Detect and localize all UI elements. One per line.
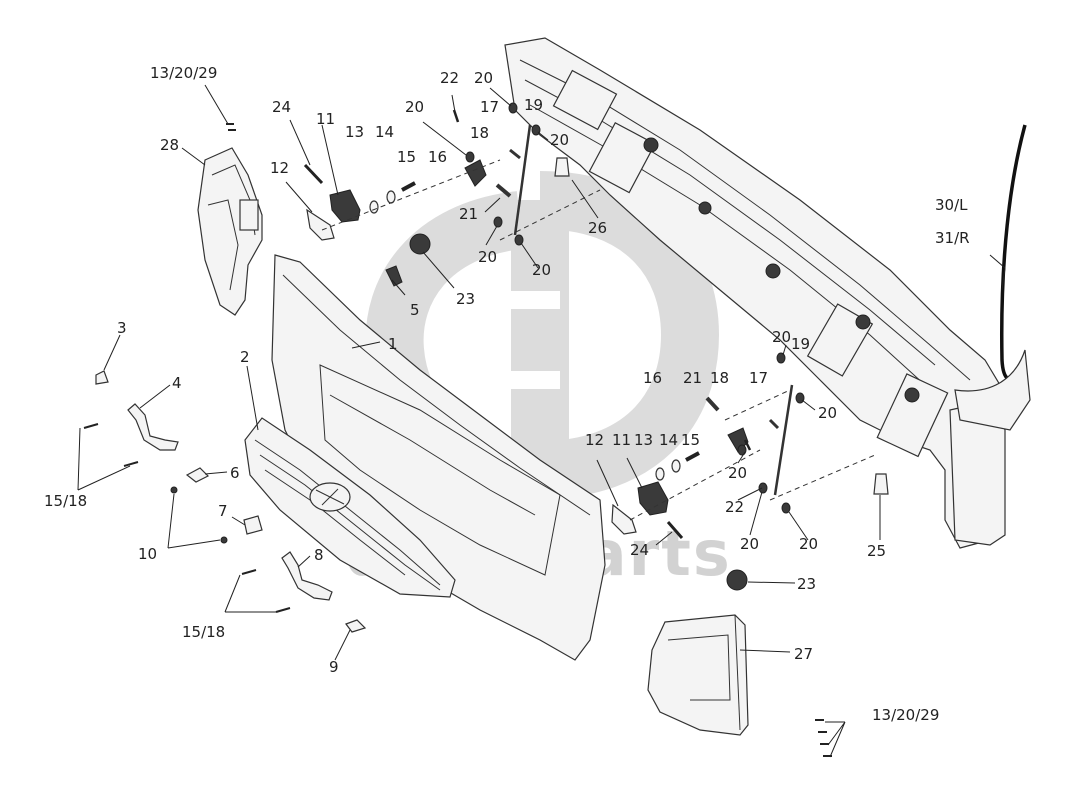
label-20-h: 20 — [728, 464, 747, 482]
callout-labels: 1 2 3 4 5 6 7 8 9 10 11 11 12 12 13 13 1… — [44, 64, 970, 724]
label-20-e: 20 — [532, 261, 551, 279]
label-5: 5 — [410, 301, 420, 319]
label-12-upper: 12 — [270, 159, 289, 177]
label-4: 4 — [172, 374, 182, 392]
label-20-i: 20 — [740, 535, 759, 553]
side-bracket-left — [197, 147, 263, 316]
label-18-upper: 18 — [470, 124, 489, 142]
label-13-lower: 13 — [634, 431, 653, 449]
label-15-18-upper: 15/18 — [44, 492, 87, 510]
label-10: 10 — [138, 545, 157, 563]
label-19-lower: 19 — [791, 335, 810, 353]
label-24-lower: 24 — [630, 541, 649, 559]
label-16-lower: 16 — [643, 369, 662, 387]
label-31-R: 31/R — [935, 229, 970, 247]
label-21-upper: 21 — [459, 205, 478, 223]
label-15-upper: 15 — [397, 148, 416, 166]
label-23-upper: 23 — [456, 290, 475, 308]
label-25: 25 — [867, 542, 886, 560]
label-11-lower: 11 — [612, 431, 631, 449]
label-18-lower: 18 — [710, 369, 729, 387]
label-20-c: 20 — [550, 131, 569, 149]
label-23-lower: 23 — [797, 575, 816, 593]
label-11-upper: 11 — [316, 110, 335, 128]
label-15-lower: 15 — [681, 431, 700, 449]
label-20-d: 20 — [478, 248, 497, 266]
label-6: 6 — [230, 464, 240, 482]
label-17-upper: 17 — [480, 98, 499, 116]
label-16-upper: 16 — [428, 148, 447, 166]
label-12-lower: 12 — [585, 431, 604, 449]
label-8: 8 — [314, 546, 324, 564]
label-2: 2 — [240, 348, 250, 366]
label-28: 28 — [160, 136, 179, 154]
label-13-20-29-lower: 13/20/29 — [872, 706, 939, 724]
cab-front-frame — [504, 37, 1031, 549]
small-parts — [83, 102, 889, 757]
label-14-upper: 14 — [375, 123, 394, 141]
label-20-f: 20 — [772, 328, 791, 346]
corner-trim — [647, 614, 749, 736]
grille — [244, 417, 456, 598]
label-20-b: 20 — [405, 98, 424, 116]
label-13-upper: 13 — [345, 123, 364, 141]
label-20-j: 20 — [799, 535, 818, 553]
label-14-lower: 14 — [659, 431, 678, 449]
label-13-20-29-upper: 13/20/29 — [150, 64, 217, 82]
label-7: 7 — [218, 502, 228, 520]
label-24-upper: 24 — [272, 98, 291, 116]
label-22-upper: 22 — [440, 69, 459, 87]
label-30-L: 30/L — [935, 196, 968, 214]
label-20-a: 20 — [474, 69, 493, 87]
label-20-g: 20 — [818, 404, 837, 422]
label-21-lower: 21 — [683, 369, 702, 387]
label-27: 27 — [794, 645, 813, 663]
label-15-18-lower: 15/18 — [182, 623, 225, 641]
label-22-lower: 22 — [725, 498, 744, 516]
label-26: 26 — [588, 219, 607, 237]
leader-lines — [77, 84, 1006, 758]
label-17-lower: 17 — [749, 369, 768, 387]
label-19-upper: 19 — [524, 96, 543, 114]
label-3: 3 — [117, 319, 127, 337]
label-9: 9 — [329, 658, 339, 676]
label-1: 1 — [388, 335, 398, 353]
